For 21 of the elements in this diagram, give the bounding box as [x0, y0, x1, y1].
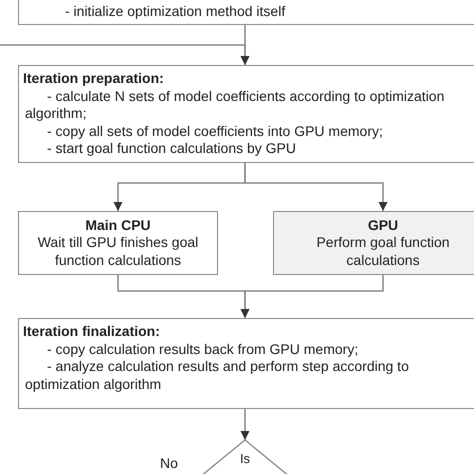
box-text: Perform goal function calculations [315, 234, 451, 270]
arrow [240, 409, 250, 440]
box-heading: Iteration preparation: [22, 70, 165, 88]
box-text: - copy all sets of model coefficients into GPU memory; [46, 122, 384, 140]
box-text: - calculate N sets of model coefficients according to optimization algorithm; [24, 88, 446, 123]
edge-label: No [158, 455, 180, 471]
process-box [18, 211, 218, 275]
box-text: Wait till GPU finishes goal function calculations [36, 234, 200, 270]
box-heading: GPU [368, 216, 398, 234]
box-text: - initialize optimization method itself [64, 3, 286, 21]
arrow [244, 163, 388, 211]
box-heading: Iteration finalization: [22, 323, 161, 341]
box-text: - start goal function calculations by GPU [46, 140, 298, 158]
question-text: Is [238, 450, 252, 468]
box-heading: Main CPU [85, 216, 151, 234]
box-text: - copy calculation results back from GPU memory; [46, 340, 360, 358]
box-text: - analyze calculation results and perform step according to optimization algorithm [24, 358, 410, 394]
process-box [18, 65, 474, 163]
process-box [18, 318, 474, 409]
process-box [273, 211, 474, 275]
arrow [240, 275, 384, 318]
